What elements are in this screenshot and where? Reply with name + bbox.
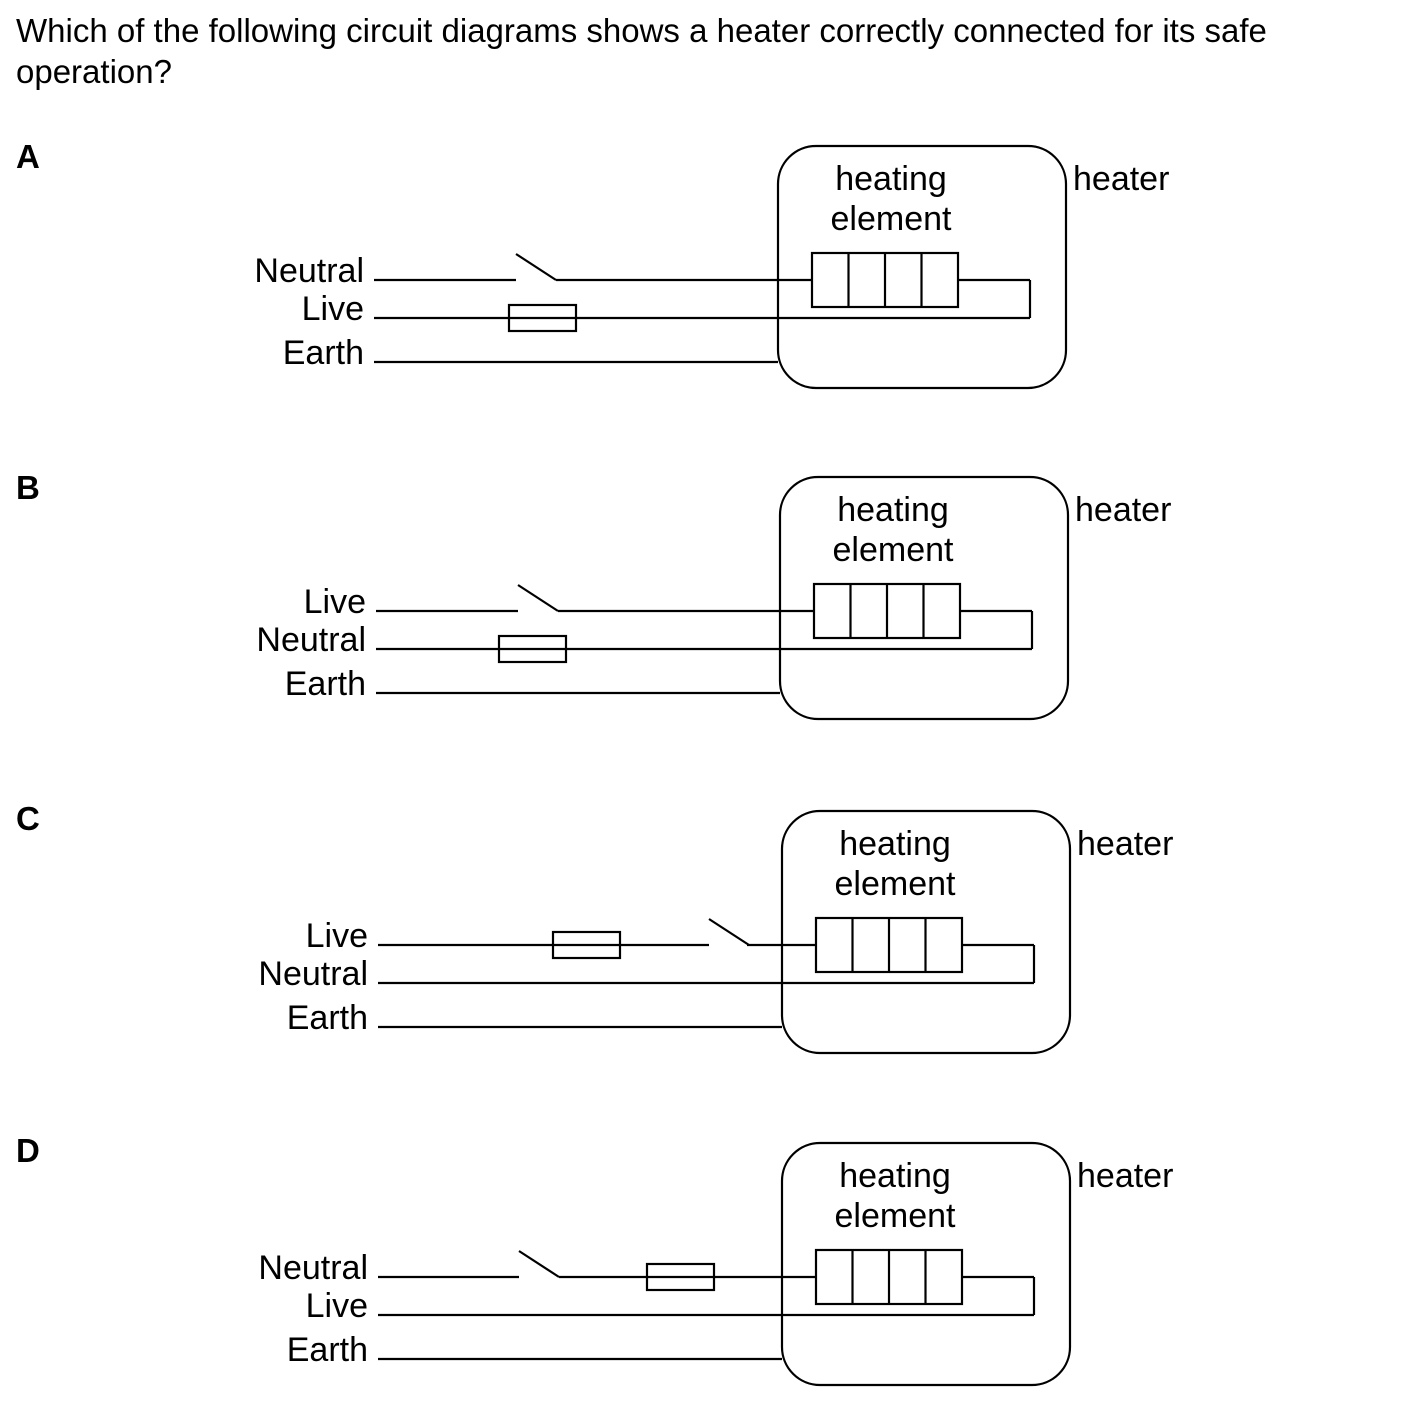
wire-label-earth: Earth (287, 999, 368, 1037)
heating-element-label: heating (839, 825, 951, 863)
heater-casing (776, 144, 1068, 390)
heating-element-label: element (835, 865, 957, 903)
switch-icon (515, 253, 557, 281)
option-b-letter[interactable]: B (16, 469, 40, 506)
option-c-letter[interactable]: C (16, 800, 40, 837)
heater-label: heater (1073, 160, 1169, 198)
wire-label-neutral: Neutral (254, 252, 364, 290)
fuse-icon (551, 930, 622, 960)
heating-element-label: element (831, 200, 953, 238)
heating-element-label: heating (835, 160, 947, 198)
wire-label-earth: Earth (285, 665, 366, 703)
wire-label-live: Live (304, 583, 366, 621)
heater-label: heater (1077, 1157, 1173, 1195)
wire-label-earth: Earth (287, 1331, 368, 1369)
wire-label-live: Live (306, 1287, 368, 1325)
switch-icon (708, 918, 750, 946)
heater-label: heater (1077, 825, 1173, 863)
heater-casing (780, 809, 1072, 1055)
wire-label-neutral: Neutral (256, 621, 366, 659)
heating-element-label: element (835, 1197, 957, 1235)
wire-label-live: Live (306, 917, 368, 955)
heating-element-label: element (833, 531, 955, 569)
heater-casing (778, 475, 1070, 721)
heater-casing (780, 1141, 1072, 1387)
option-a-letter[interactable]: A (16, 138, 40, 175)
question-text: Which of the following circuit diagrams … (16, 12, 1267, 90)
wire-label-neutral: Neutral (258, 1249, 368, 1287)
heating-element-label: heating (837, 491, 949, 529)
fuse-icon (645, 1262, 716, 1292)
fuse-icon (497, 634, 568, 664)
wire-label-live: Live (302, 290, 364, 328)
heater-label: heater (1075, 491, 1171, 529)
switch-icon (518, 1250, 560, 1278)
wire-label-earth: Earth (283, 334, 364, 372)
heating-element-label: heating (839, 1157, 951, 1195)
option-d-letter[interactable]: D (16, 1132, 40, 1169)
wire-label-neutral: Neutral (258, 955, 368, 993)
switch-icon (517, 584, 559, 612)
fuse-icon (507, 303, 578, 333)
